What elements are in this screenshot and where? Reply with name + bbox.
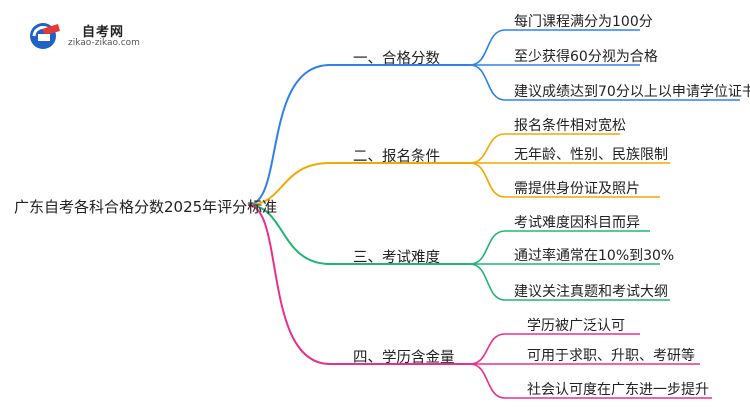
connector-root-b4 bbox=[247, 204, 470, 365]
leaf-2-1: 报名条件相对宽松 bbox=[514, 118, 626, 134]
logo-title: 自考网 bbox=[82, 25, 125, 40]
leaf-3-1: 考试难度因科目而异 bbox=[514, 215, 640, 231]
connector-root-b1 bbox=[247, 64, 470, 206]
leaf-1-2: 至少获得60分视为合格 bbox=[514, 49, 658, 65]
site-logo[interactable]: 自考网 zikao-zikao.com bbox=[28, 18, 168, 54]
connector-b2-l3 bbox=[469, 162, 660, 198]
leaf-3-2: 通过率通常在10%到30% bbox=[514, 248, 675, 264]
logo-url: zikao-zikao.com bbox=[68, 38, 140, 48]
connector-b3-l3 bbox=[469, 263, 670, 301]
leaf-4-3: 社会认可度在广东进一步提升 bbox=[527, 382, 709, 398]
leaf-1-1: 每门课程满分为100分 bbox=[514, 14, 653, 30]
connector-root-b3 bbox=[247, 204, 470, 265]
leaf-3-3: 建议关注真题和考试大纲 bbox=[514, 284, 668, 300]
connector-b2-l1 bbox=[469, 133, 620, 164]
connector-b4-l1 bbox=[469, 333, 640, 365]
branch-2-label: 二、报名条件 bbox=[353, 149, 440, 165]
root-topic: 广东自考各科合格分数2025年评分标准 bbox=[14, 198, 278, 216]
branch-4-label: 四、学历含金量 bbox=[353, 350, 455, 366]
connector-root-b2 bbox=[247, 162, 470, 206]
branch-3-label: 三、考试难度 bbox=[353, 250, 440, 266]
connector-b1-l1 bbox=[469, 29, 640, 66]
graduation-cap-icon bbox=[30, 23, 60, 49]
connector-b4-l3 bbox=[469, 363, 712, 399]
leaf-4-2: 可用于求职、升职、考研等 bbox=[527, 348, 695, 364]
branch-1-label: 一、合格分数 bbox=[353, 51, 440, 67]
leaf-2-3: 需提供身份证及照片 bbox=[514, 181, 640, 197]
leaf-1-3: 建议成绩达到70分以上以申请学位证书 bbox=[514, 84, 750, 100]
leaf-4-1: 学历被广泛认可 bbox=[527, 318, 625, 334]
connector-b1-l3 bbox=[469, 64, 740, 101]
connector-b3-l1 bbox=[469, 230, 650, 265]
leaf-2-2: 无年龄、性别、民族限制 bbox=[514, 147, 668, 163]
